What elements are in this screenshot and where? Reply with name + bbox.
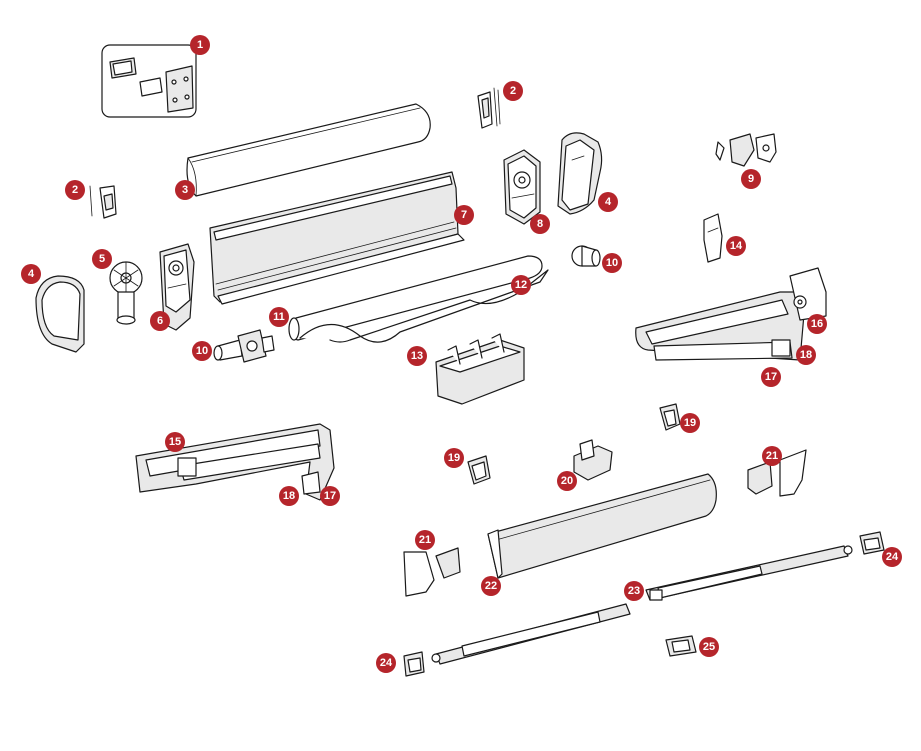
part-4-end-cap-left[interactable] [35,275,85,353]
callout-21-label: 21 [419,534,431,546]
callout-2-circle [65,180,85,200]
callout-6-label: 6 [157,315,163,327]
callout-4-label: 4 [28,268,35,280]
callout-22-circle [481,576,501,596]
part-8-motor-housing-right[interactable] [503,149,541,225]
part-7-profile-rail[interactable] [209,171,465,305]
callout-11-circle [269,307,289,327]
callout-10-label: 10 [606,257,618,269]
callout-10-label: 10 [196,345,208,357]
part-19-clip-lower[interactable] [467,455,491,485]
callout-4-circle [21,264,41,284]
callout-24-label: 24 [886,551,899,563]
part-25-slider[interactable] [665,635,697,657]
callout-19-label: 19 [448,452,460,464]
callout-9-circle [741,169,761,189]
callout-17-circle [320,486,340,506]
callout-22-label: 22 [485,580,497,592]
callout-18-circle [279,486,299,506]
callout-17-circle [761,367,781,387]
callout-3-label: 3 [182,184,188,196]
part-4-end-cap-right[interactable] [557,132,603,215]
part-11-roller-tube[interactable] [288,255,543,341]
callout-10-circle [192,341,212,361]
callout-9-label: 9 [748,173,754,185]
callout-19-circle [444,448,464,468]
part-10-knob-right[interactable] [571,245,601,267]
callout-18-circle [796,345,816,365]
callout-16-label: 16 [811,318,823,330]
callout-10-circle [602,253,622,273]
callout-11-label: 11 [273,311,285,323]
callout-17-label: 17 [765,371,777,383]
part-1-mounting-kit[interactable] [101,44,197,118]
callout-21-label: 21 [766,450,778,462]
part-20-holder[interactable] [573,439,613,481]
part-14-clip[interactable] [703,213,723,263]
part-19-clip-upper[interactable] [659,403,681,431]
callout-1-label: 1 [197,39,203,51]
callout-7-circle [454,205,474,225]
callout-7-label: 7 [461,209,467,221]
callout-14-circle [726,236,746,256]
callout-13-circle [407,346,427,366]
part-23-telescopic-arm-upper[interactable] [645,545,853,601]
callout-18-label: 18 [800,349,812,361]
callout-19-circle [680,413,700,433]
callout-20-label: 20 [561,475,573,487]
callout-15-label: 15 [169,436,181,448]
part-5-spool[interactable] [109,261,143,325]
part-16-17-18-arm-right[interactable] [635,267,827,361]
callout-21-circle [415,530,435,550]
callout-25-label: 25 [703,641,715,653]
part-24-end-block-left[interactable] [403,651,425,677]
callout-18-label: 18 [283,490,295,502]
callout-19-label: 19 [684,417,696,429]
callout-23-label: 23 [628,585,640,597]
part-21-end-cap-left[interactable] [403,547,461,597]
callout-17-label: 17 [324,490,336,502]
callout-24-circle [376,653,396,673]
callout-2-label: 2 [72,184,78,196]
callout-2-circle [503,81,523,101]
callout-12-circle [511,275,531,295]
callout-4-label: 4 [605,196,612,208]
part-6-motor-housing-left[interactable] [159,243,195,331]
callout-23-circle [624,581,644,601]
part-13-carrier-bracket[interactable] [435,333,525,405]
callout-1-circle [190,35,210,55]
callout-6-circle [150,311,170,331]
callout-8-circle [530,214,550,234]
callouts: 1 2 2 3 4 4 5 6 7 8 9 10 10 11 12 13 14 … [21,35,902,673]
callout-5-label: 5 [99,253,105,265]
callout-25-circle [699,637,719,657]
callout-3-circle [175,180,195,200]
part-24-end-block-right[interactable] [859,531,885,555]
part-22-front-profile[interactable] [487,473,717,579]
callout-15-circle [165,432,185,452]
callout-8-label: 8 [537,218,543,230]
callout-16-circle [807,314,827,334]
callout-24-label: 24 [380,657,393,669]
part-10-knob-left[interactable] [213,329,275,363]
callout-12-label: 12 [515,279,527,291]
part-12-fabric[interactable] [299,269,549,343]
callout-13-label: 13 [411,350,423,362]
callout-14-label: 14 [730,240,743,252]
part-9-bracket-set[interactable] [715,133,777,167]
part-2-bracket-top[interactable] [477,87,501,129]
callout-24-circle [882,547,902,567]
part-23-telescopic-arm-lower[interactable] [431,603,631,665]
part-15-17-18-arm-left[interactable] [135,423,335,501]
callout-2-label: 2 [510,85,516,97]
callout-20-circle [557,471,577,491]
part-21-end-cap-right[interactable] [747,449,807,497]
part-2-bracket-left[interactable] [89,185,117,219]
callout-5-circle [92,249,112,269]
part-3-cover-tube[interactable] [186,103,431,197]
callout-21-circle [762,446,782,466]
callout-4-circle [598,192,618,212]
